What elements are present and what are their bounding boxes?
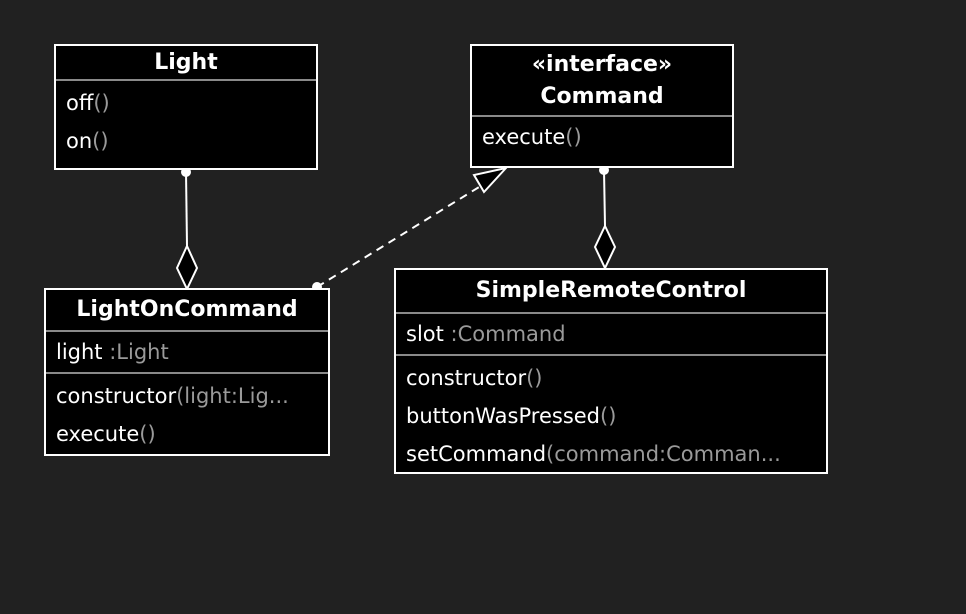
methods-compartment: off() on() [56, 81, 316, 163]
method-off[interactable]: off() [66, 91, 110, 115]
stereotype-label: «interface» [531, 52, 673, 77]
class-title: LightOnCommand [46, 290, 328, 332]
methods-compartment: execute() [472, 117, 732, 157]
class-light[interactable]: Light off() on() [54, 44, 318, 170]
method-setcommand[interactable]: setCommand(command:Comman... [406, 442, 781, 466]
method-on[interactable]: on() [66, 129, 109, 153]
method-buttonwaspressed[interactable]: buttonWasPressed() [406, 404, 617, 428]
realization-lightoncommand-to-command[interactable] [312, 166, 509, 292]
aggregation-light-to-lightoncommand[interactable] [175, 167, 199, 292]
class-lightoncommand[interactable]: LightOnCommand light :Light constructor(… [44, 288, 330, 456]
attributes-compartment: slot :Command [396, 314, 826, 356]
class-title: SimpleRemoteControl [396, 270, 826, 314]
method-execute[interactable]: execute() [56, 422, 156, 446]
aggregation-command-to-simpleremotecontrol[interactable] [593, 165, 617, 271]
method-constructor[interactable]: constructor() [406, 366, 543, 390]
class-simpleremotecontrol[interactable]: SimpleRemoteControl slot :Command constr… [394, 268, 828, 474]
attribute-slot[interactable]: slot :Command [406, 322, 566, 346]
methods-compartment: constructor() buttonWasPressed() setComm… [396, 356, 826, 472]
class-name: Command [540, 84, 664, 109]
method-constructor[interactable]: constructor(light:Lig... [56, 384, 289, 408]
method-execute[interactable]: execute() [482, 125, 582, 149]
attribute-light[interactable]: light :Light [56, 340, 169, 364]
class-command[interactable]: «interface» Command execute() [470, 44, 734, 168]
class-title: Light [56, 46, 316, 81]
class-title: «interface» Command [472, 46, 732, 117]
methods-compartment: constructor(light:Lig... execute() [46, 374, 328, 454]
attributes-compartment: light :Light [46, 332, 328, 374]
